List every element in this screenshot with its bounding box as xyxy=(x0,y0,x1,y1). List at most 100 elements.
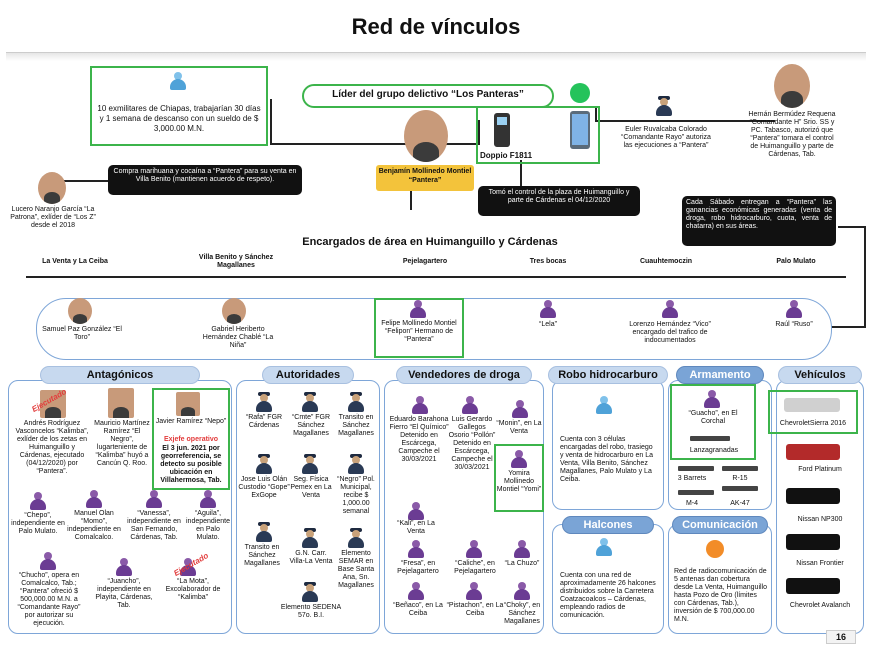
vendedor-item: “Caliche”, en Pejelagartero xyxy=(454,560,496,575)
autoridad-item: “Negro” Pol. Municipal, recibe $ 1,000.0… xyxy=(337,476,375,515)
andres-photo xyxy=(40,390,66,418)
connector xyxy=(595,120,775,122)
person-icon xyxy=(466,582,482,600)
title-rule xyxy=(6,52,866,61)
person-icon xyxy=(596,538,616,560)
toro-photo xyxy=(68,298,92,324)
control-box: Tomó el control de la plaza de Huimangui… xyxy=(478,186,640,216)
person-icon xyxy=(514,540,530,558)
guacho-text: “Guacho”, en El Corchal xyxy=(688,410,738,425)
nina-photo xyxy=(222,298,246,324)
robo-heading: Robo hidrocarburo xyxy=(548,366,668,384)
smartphone-screen xyxy=(572,114,588,145)
area-label: La Venta y La Ceiba xyxy=(42,258,108,265)
autoridad-item: G.N. Carr. Villa-La Venta xyxy=(289,550,333,565)
vendedor-item: “Choky”, en Sánchez Magallanes xyxy=(503,602,541,625)
vendedor-item: “Beñaco”, en La Ceiba xyxy=(393,602,443,617)
weapon-label: AK-47 xyxy=(730,500,750,507)
officer-icon xyxy=(656,96,676,120)
exmilitares-text: 10 exmilitares de Chiapas, trabajarían 3… xyxy=(97,104,261,133)
encargado-person: Gabriel Heriberto Hernández Chablé “La N… xyxy=(202,326,274,349)
connector xyxy=(270,143,480,145)
truck-icon xyxy=(784,398,840,412)
mauricio-text: Mauricio Martínez Ramírez “El Negro”, lu… xyxy=(94,420,150,467)
officer-icon xyxy=(302,582,318,602)
vendedor-item: Yomira Mollinedo Montiel “Yomi” xyxy=(496,470,542,493)
officer-icon xyxy=(256,522,272,542)
person-icon xyxy=(466,540,482,558)
connector xyxy=(60,180,110,182)
connector xyxy=(830,326,866,328)
nepo-box xyxy=(152,388,230,490)
vendedor-item: Eduardo Barahona Fierro “El Químico” Det… xyxy=(389,416,449,463)
robo-text: Cuenta con 3 células encargadas del robo… xyxy=(560,436,654,483)
rifle-icon xyxy=(678,490,714,495)
vendedor-item: “Fresa”, en Pejelagartero xyxy=(397,560,439,575)
truck-icon xyxy=(786,488,840,504)
encargados-panel xyxy=(36,298,832,360)
encargado-person: Felipe Mollinedo Montiel “Felipon” Herma… xyxy=(381,320,457,343)
person-icon xyxy=(462,396,478,414)
officer-icon xyxy=(302,454,318,474)
autoridad-item: Transito en Sánchez Magallanes xyxy=(338,414,374,437)
connector xyxy=(520,160,522,188)
weapon-label: M-4 xyxy=(685,500,699,507)
chepo-text: “Chepo”, independiente en Palo Mulato. xyxy=(11,512,65,535)
nepo-photo xyxy=(176,392,200,416)
person-icon xyxy=(146,490,162,508)
page-number: 16 xyxy=(826,630,856,644)
nepo-info: El 3 jun. 2021 por georreferencia, se de… xyxy=(160,445,222,484)
encargado-person: “Lela” xyxy=(539,321,557,328)
person-icon xyxy=(40,552,56,570)
robo-panel xyxy=(552,380,664,510)
person-icon xyxy=(170,72,190,94)
rifle-icon xyxy=(722,486,758,491)
leader-banner-text: Líder del grupo delictivo “Los Panteras” xyxy=(332,89,524,100)
page-title: Red de vínculos xyxy=(351,14,521,39)
weapon-label: 3 Barrets xyxy=(677,475,707,482)
truck-icon xyxy=(786,534,840,550)
comunicacion-heading: Comunicación xyxy=(672,516,768,534)
officer-icon xyxy=(256,392,272,412)
armamento-heading: Armamento xyxy=(676,366,764,384)
person-icon xyxy=(408,502,424,520)
antenna-icon xyxy=(706,540,724,558)
whatsapp-icon xyxy=(570,83,590,103)
exmilitares-box xyxy=(90,66,268,146)
truck-icon xyxy=(786,444,840,460)
area-label: Tres bocas xyxy=(529,258,567,265)
area-label: Cuauhtemoczin xyxy=(639,258,693,265)
officer-icon xyxy=(256,454,272,474)
yomi-box xyxy=(494,444,544,512)
hernan-photo xyxy=(774,64,810,108)
felipon-box xyxy=(374,298,464,358)
person-icon xyxy=(540,300,556,318)
autoridad-item: “Cmte” FGR Sánchez Magallanes xyxy=(291,414,331,437)
encargado-person: Raúl “Ruso” xyxy=(775,321,813,328)
person-icon xyxy=(662,300,678,318)
rifle-icon xyxy=(678,466,714,471)
momo-text: Manuel Olan “Momo”, independiente en Com… xyxy=(67,510,121,541)
lucero-photo xyxy=(38,172,66,204)
nepo-role: Exjefe operativo xyxy=(163,436,219,443)
phone-screen xyxy=(497,117,507,125)
andres-text: Andrés Rodríguez Vasconcelos “Kalimba”, … xyxy=(15,420,89,475)
autoridad-item: Jose Luis Olán Custodio “Gope” ExGope xyxy=(238,476,290,499)
vehicle-label: Ford Platinum xyxy=(798,466,842,473)
person-icon xyxy=(86,490,102,508)
antagonicos-heading: Antagónicos xyxy=(40,366,200,384)
person-icon xyxy=(116,558,132,576)
encargado-person: Lorenzo Hernández “Vico” encargado del t… xyxy=(629,321,711,344)
autoridad-item: Elemento SEMAR en Base Santa Ana, Sn. Ma… xyxy=(337,550,375,589)
aguila-text: “Aguila”, independiente en Palo Mulato. xyxy=(186,510,230,541)
lucero-text: Lucero Naranjo García “La Patrona”, exlí… xyxy=(10,206,96,229)
leader-name: Benjamín Mollinedo Montiel “Pantera” xyxy=(376,165,474,191)
cada-sabado-box: Cada Sábado entregan a “Pantera” las gan… xyxy=(682,196,836,246)
vehicle-label: Nissan Frontier xyxy=(796,560,844,567)
area-label: Pejelagartero xyxy=(402,258,448,265)
autoridad-item: “Rafa” FGR Cárdenas xyxy=(245,414,283,429)
halcones-heading: Halcones xyxy=(562,516,654,534)
person-icon xyxy=(408,540,424,558)
guacho-box xyxy=(670,384,756,460)
